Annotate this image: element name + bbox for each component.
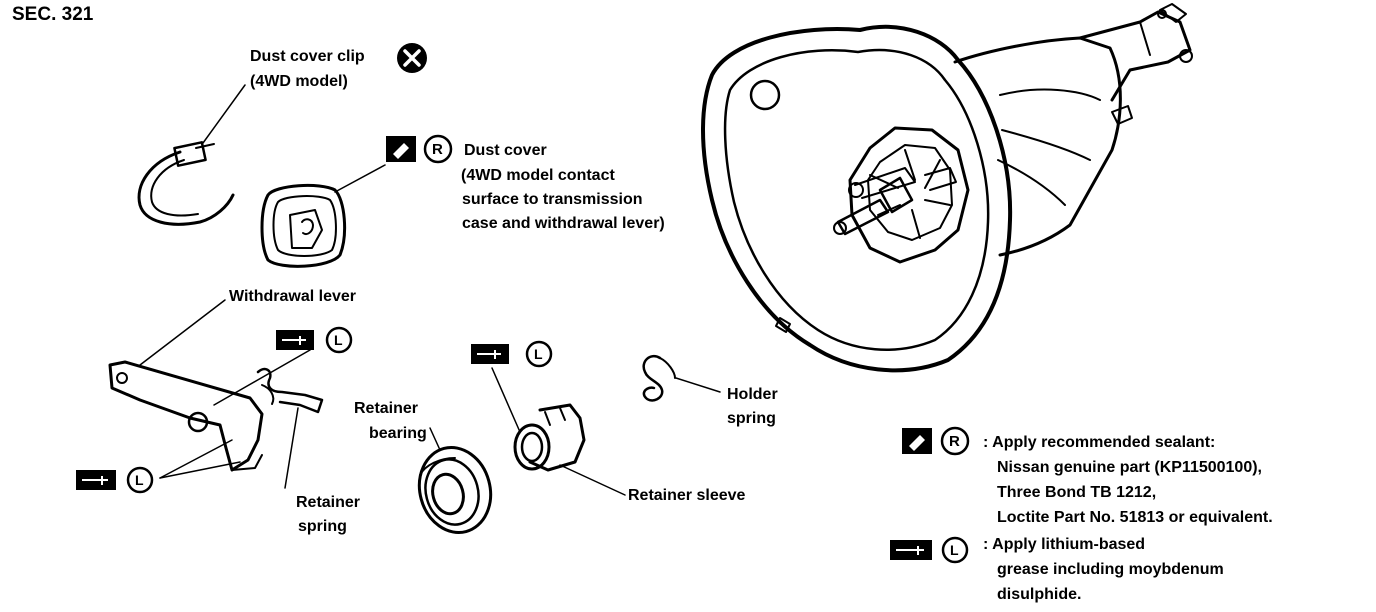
l-mark-label: L (334, 332, 343, 348)
legend-l-mark: L (950, 542, 959, 558)
l-mark-label: L (135, 472, 144, 488)
dust-cover-note-2: surface to transmission (462, 191, 643, 208)
legend-r-mark: R (949, 433, 960, 450)
grease-gun-icon (76, 466, 154, 494)
retainer-sleeve (491, 367, 626, 496)
grease-gun-icon (471, 340, 553, 368)
withdrawal-lever (108, 299, 264, 472)
legend-grease-line-1: : Apply lithium-based (983, 536, 1146, 553)
r-mark-label: R (432, 141, 443, 158)
holder-spring-label: Holder (727, 386, 778, 403)
legend-sealant-line-1: : Apply recommended sealant: (983, 434, 1216, 451)
dust-cover-note-1: (4WD model contact (461, 167, 615, 184)
l-mark-label: L (534, 346, 543, 362)
retainer-bearing (417, 427, 493, 535)
grease-gun-icon (276, 326, 353, 354)
legend-sealant-line-4: Loctite Part No. 51813 or equivalent. (997, 509, 1273, 526)
legend-sealant-icon (902, 426, 970, 456)
legend-grease-line-3: disulphide. (997, 586, 1082, 603)
legend-grease-icon (890, 536, 969, 564)
sealant-tube-icon (386, 134, 453, 164)
dust-cover-clip-label: Dust cover clip (250, 48, 365, 65)
dust-cover-clip (137, 84, 246, 226)
retainer-bearing-label-2: bearing (369, 425, 427, 442)
dust-cover (260, 164, 386, 268)
holder-spring (642, 355, 721, 402)
legend-sealant-line-3: Three Bond TB 1212, (997, 484, 1157, 501)
dust-cover-note-3: case and withdrawal lever) (462, 215, 665, 232)
retainer-spring-label-2: spring (298, 518, 347, 535)
legend-grease-line-2: grease including moybdenum (997, 561, 1224, 578)
holder-spring-label-2: spring (727, 410, 776, 427)
transmission-case (701, 3, 1193, 373)
x-mark-icon (397, 43, 427, 73)
section-title: SEC. 321 (12, 4, 94, 25)
retainer-bearing-label: Retainer (354, 400, 419, 417)
retainer-spring-label: Retainer (296, 494, 361, 511)
retainer-sleeve-label: Retainer sleeve (628, 487, 746, 504)
withdrawal-lever-label: Withdrawal lever (229, 288, 357, 305)
retainer-spring (256, 367, 324, 489)
dust-cover-clip-sublabel: (4WD model) (250, 73, 348, 90)
legend-sealant-line-2: Nissan genuine part (KP11500100), (997, 459, 1262, 476)
dust-cover-label: Dust cover (464, 142, 547, 159)
